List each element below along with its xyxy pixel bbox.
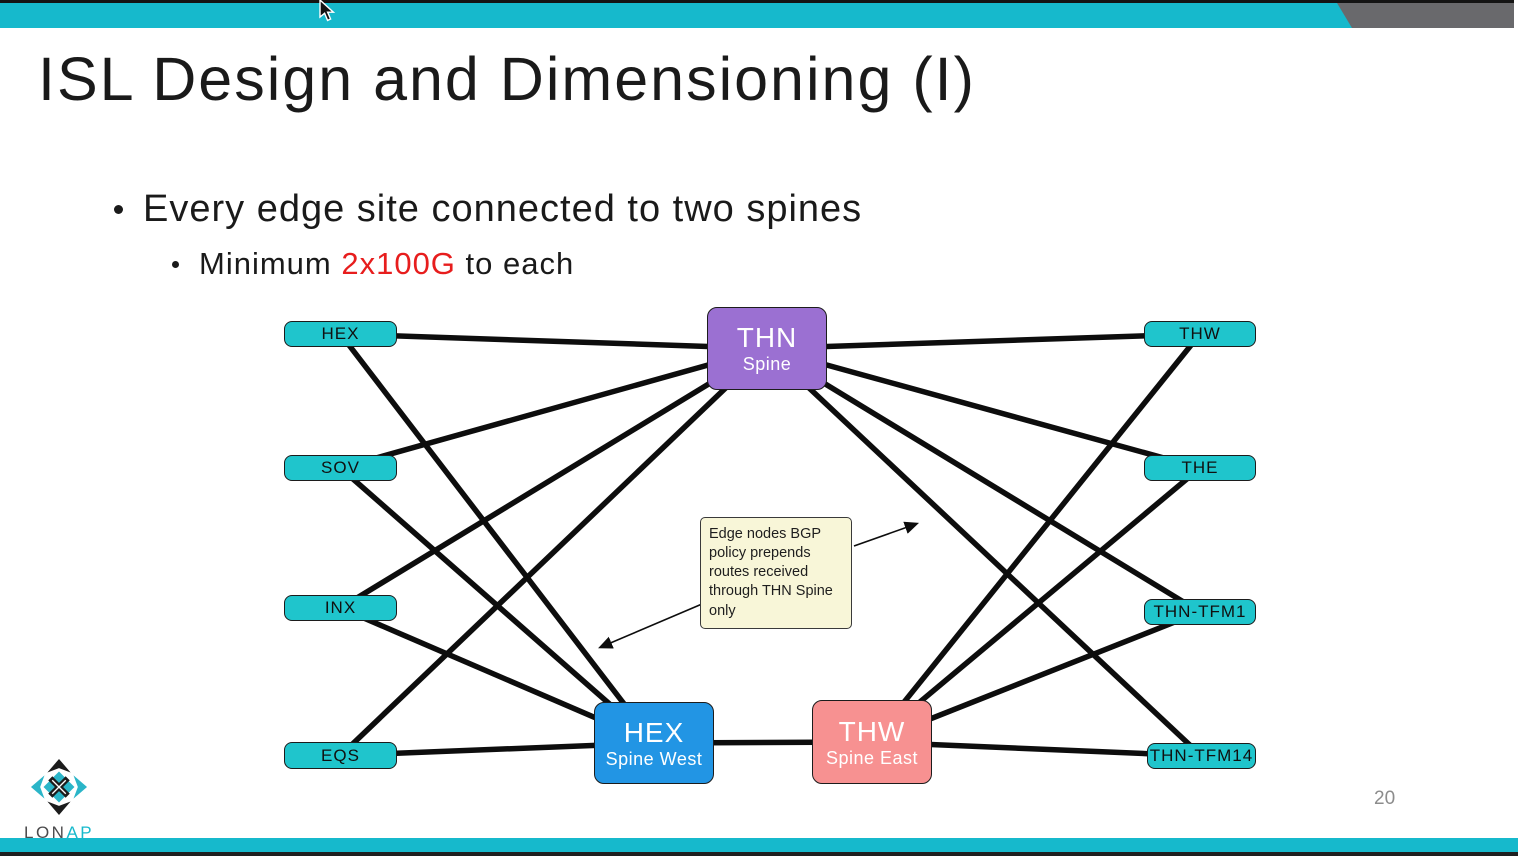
link-the--thn-spine xyxy=(766,345,1201,471)
edge-node-inx: INX xyxy=(284,595,397,621)
lonap-wordmark: LONAP xyxy=(24,823,94,843)
edge-node-eqs: EQS xyxy=(284,742,397,769)
link-hex--hex-spine-west xyxy=(338,332,657,745)
edge-node-thn-tfm14: THN-TFM14 xyxy=(1147,743,1256,769)
bullet-dot xyxy=(114,205,123,214)
edge-node-sov: SOV xyxy=(284,455,397,481)
link-thn-tfm14--thn-spine xyxy=(765,346,1204,759)
lonap-wordmark-primary: LON xyxy=(24,823,67,842)
link-sov--thn-spine xyxy=(339,345,768,471)
spine-sublabel: Spine East xyxy=(825,747,919,768)
top-border xyxy=(0,0,1514,3)
link-inx--thn-spine xyxy=(339,346,769,611)
edge-node-thw: THW xyxy=(1144,321,1256,347)
bullet-text-suffix: to each xyxy=(455,246,575,281)
bullet-item-1: Every edge site connected to two spines xyxy=(114,188,862,231)
annotation-note: Edge nodes BGP policy prepends routes re… xyxy=(700,517,852,629)
lonap-wordmark-accent: AP xyxy=(66,823,95,842)
spine-sublabel: Spine West xyxy=(605,748,703,769)
bottom-border xyxy=(0,852,1518,856)
bullet-text: Minimum 2x100G to each xyxy=(199,246,574,282)
annotation-arrow-1 xyxy=(598,603,703,649)
page-number: 20 xyxy=(1374,788,1396,809)
link-thw--thn-spine xyxy=(766,331,1201,352)
link-hex--thn-spine xyxy=(340,331,768,352)
top-bar-gray-segment xyxy=(1330,3,1514,28)
link-sov--hex-spine-west xyxy=(338,465,656,746)
bullet-item-2: Minimum 2x100G to each xyxy=(172,246,574,282)
bullet-text: Every edge site connected to two spines xyxy=(143,188,863,230)
lonap-logo-icon xyxy=(30,758,88,816)
annotation-arrow-2 xyxy=(853,521,920,547)
bottom-bar-accent xyxy=(0,838,1518,852)
edge-node-the: THE xyxy=(1144,455,1256,481)
mouse-cursor-icon xyxy=(319,0,336,22)
bullet-dot xyxy=(172,260,179,268)
highlight-capacity: 2x100G xyxy=(341,246,456,281)
spine-sublabel: Spine xyxy=(742,354,792,375)
link-thn-tfm1--thn-spine xyxy=(765,346,1202,615)
spine-label: HEX xyxy=(623,716,685,748)
edge-node-hex: HEX xyxy=(284,321,397,347)
page-title: ISL Design and Dimensioning (I) xyxy=(38,45,976,113)
link-the--thw-spine-east xyxy=(870,465,1202,745)
spine-label: THW xyxy=(838,715,906,747)
lonap-logo: LONAP xyxy=(24,758,94,843)
bullet-text-prefix: Minimum xyxy=(199,246,342,281)
spine-label: THN xyxy=(736,322,798,354)
top-bar-accent xyxy=(0,3,1352,28)
edge-node-thn-tfm1: THN-TFM1 xyxy=(1144,599,1256,625)
link-thw--thw-spine-east xyxy=(869,332,1203,744)
link-eqs--thn-spine xyxy=(338,346,769,758)
